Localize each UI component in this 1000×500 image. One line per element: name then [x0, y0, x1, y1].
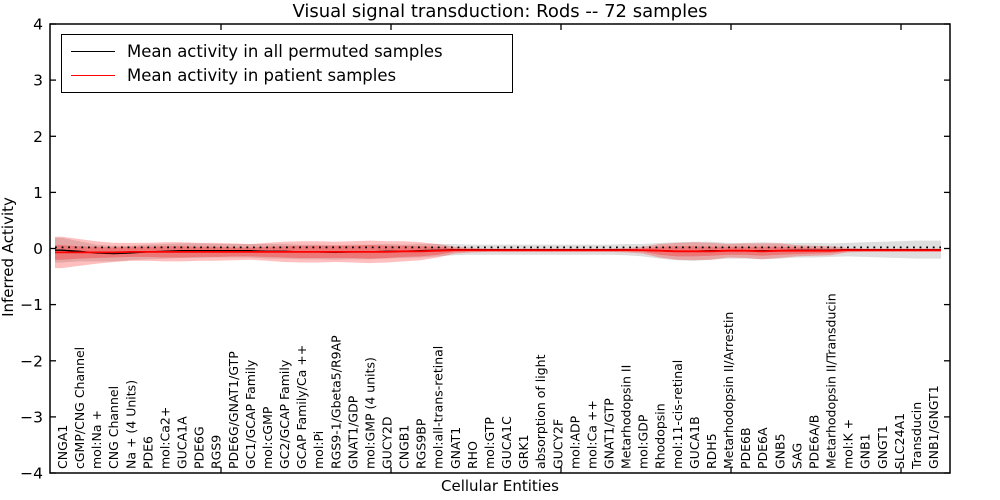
x-category-label: GUCA1A	[175, 416, 190, 469]
x-category-label: RGS9-1/Gbeta5/R9AP	[328, 335, 343, 469]
y-tick-label: 4	[33, 16, 43, 34]
x-category-label: Metarhodopsin II	[619, 365, 634, 469]
x-category-label: mol:11-cis-retinal	[670, 360, 685, 469]
x-category-label: GUCY2D	[380, 416, 395, 469]
red-line-sample-icon	[71, 75, 115, 77]
legend-label: Mean activity in all permuted samples	[127, 41, 443, 61]
x-category-label: SLC24A1	[892, 413, 907, 469]
x-category-label: mol:cGMP	[260, 406, 275, 469]
x-category-label: GNGT1	[875, 425, 890, 469]
y-tick-label: 0	[33, 240, 43, 258]
x-category-label: GUCA1B	[687, 416, 702, 469]
legend: Mean activity in all permuted samples Me…	[61, 34, 513, 93]
x-category-label: PDE6A/B	[807, 415, 822, 469]
x-category-label: PDE6A	[755, 427, 770, 469]
black-line-sample-icon	[71, 50, 115, 52]
x-category-label: GC1/GCAP Family	[243, 359, 258, 469]
x-category-label: GUCY2F	[550, 419, 565, 469]
x-category-label: GRK1	[516, 434, 531, 469]
x-category-label: PDE6G	[192, 426, 207, 469]
y-tick-label: −4	[20, 465, 43, 483]
x-axis-label: Cellular Entities	[441, 477, 559, 495]
y-tick-label: 2	[33, 128, 43, 146]
x-category-label: Metarhodopsin II/Transducin	[824, 293, 839, 469]
x-category-label: Metarhodopsin II/Arrestin	[721, 312, 736, 469]
y-tick-label: −1	[20, 296, 43, 314]
x-category-label: Transducin	[909, 402, 924, 470]
y-tick-label: −3	[20, 408, 43, 426]
x-category-label: GNB1/GNGT1	[926, 385, 941, 469]
x-category-label: GNAT1	[448, 427, 463, 469]
x-category-label: GNAT1/GTP	[602, 398, 617, 469]
x-category-label: mol:Na +	[89, 410, 104, 469]
legend-item-patient: Mean activity in patient samples	[71, 64, 512, 88]
x-category-label: GNAT1/GDP	[345, 395, 360, 469]
x-category-label: RGS9BP	[414, 418, 429, 469]
x-category-label: PDE6	[140, 436, 155, 469]
x-category-label: PDE6B	[738, 427, 753, 469]
x-category-label: GNB1	[858, 433, 873, 469]
y-tick-label: 1	[33, 184, 43, 202]
x-category-label: absorption of light	[533, 354, 548, 469]
x-category-label: mol:all-trans-retinal	[431, 346, 446, 469]
x-category-label: mol:K +	[841, 419, 856, 469]
x-category-label: mol:GTP	[482, 417, 497, 469]
plot-frame	[49, 23, 951, 474]
chart-title: Visual signal transduction: Rods -- 72 s…	[292, 1, 708, 22]
x-category-label: GUCA1C	[499, 416, 514, 469]
x-category-label: Na + (4 Units)	[123, 380, 138, 469]
x-category-label: mol:GMP (4 units)	[362, 357, 377, 469]
x-category-label: RHO	[465, 441, 480, 469]
band-patient_band_outer	[55, 236, 941, 269]
y-tick-label: −2	[20, 352, 43, 370]
x-category-label: mol:Ca ++	[584, 400, 599, 469]
band-patient_band_inner	[55, 245, 941, 260]
x-category-label: RDH5	[704, 433, 719, 469]
x-category-label: SAG	[789, 443, 804, 469]
plot-background	[50, 24, 950, 473]
legend-label: Mean activity in patient samples	[127, 66, 397, 86]
x-category-label: mol:Ca2+	[158, 407, 173, 469]
x-category-label: mol:GDP	[636, 414, 651, 469]
x-category-label: CNG Channel	[106, 386, 121, 469]
y-tick-label: 3	[33, 72, 43, 90]
x-category-label: Rhodopsin	[653, 403, 668, 469]
x-category-label: PDE6G/GNAT1/GTP	[226, 351, 241, 469]
x-category-label: GNB5	[772, 433, 787, 469]
x-category-label: mol:Pi	[311, 431, 326, 469]
x-category-label: GCAP Family/Ca ++	[294, 345, 309, 469]
x-category-label: CNGB1	[397, 425, 412, 469]
x-category-label: GC2/GCAP Family	[277, 359, 292, 469]
x-category-label: CNGA1	[55, 425, 70, 469]
x-category-label: RGS9	[209, 435, 224, 469]
x-category-label: cGMP/CNG Channel	[72, 347, 87, 469]
legend-item-permuted: Mean activity in all permuted samples	[71, 39, 512, 63]
x-category-label: mol:ADP	[567, 415, 582, 469]
mean-line	[55, 249, 941, 254]
